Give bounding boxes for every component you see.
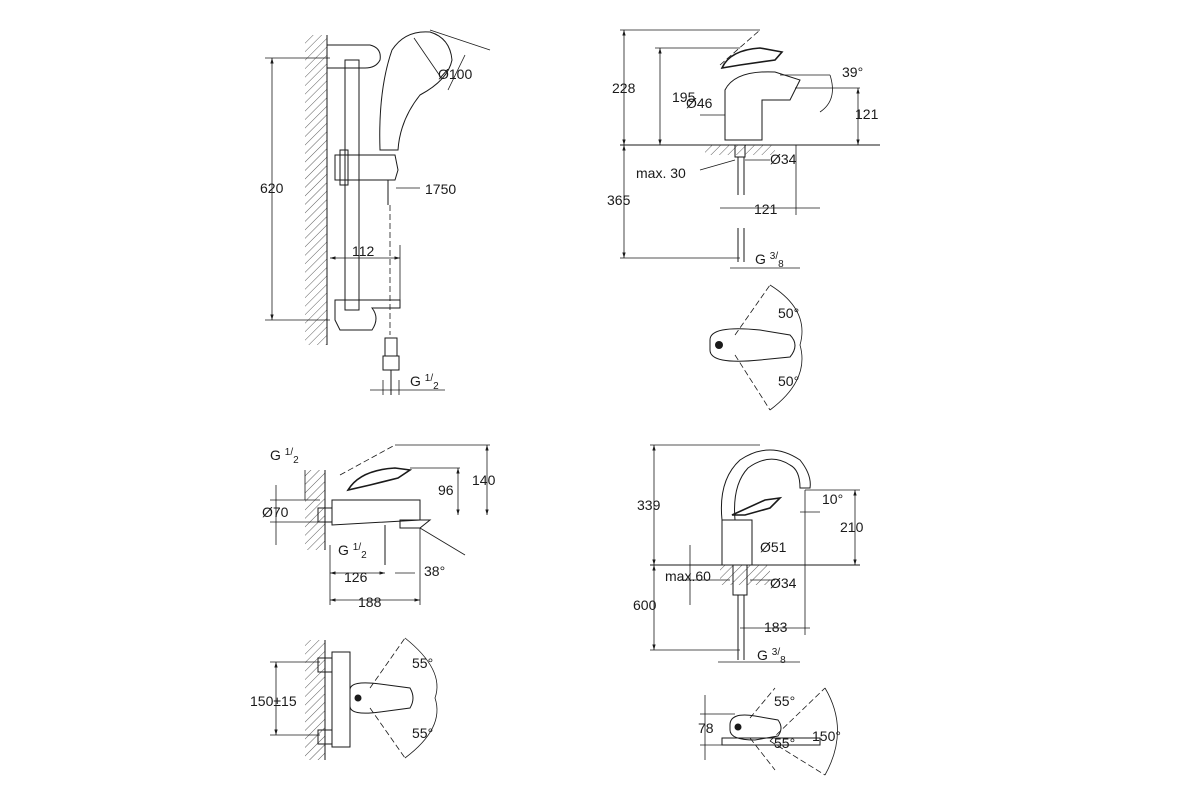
hs-top-swing-down [749, 737, 776, 771]
basin-top-swing-up [734, 284, 771, 336]
bath-body [331, 499, 421, 526]
hs-angle-10: 10° [822, 491, 843, 507]
hs-top-lever [729, 714, 782, 741]
basin-shank [734, 144, 746, 158]
bath-lever [346, 467, 413, 492]
dim-39-arc [819, 74, 833, 113]
lever-raised-outline [719, 29, 761, 66]
basin-reach-121: 121 [754, 201, 778, 217]
shower-thread-g: G 1/2 [410, 373, 439, 392]
bath-height-140: 140 [472, 472, 496, 488]
bath-front-angle-top: 55° [412, 655, 433, 671]
shower-set-drawing [265, 29, 491, 395]
bath-diameter-70: Ø70 [262, 504, 289, 520]
bath-height-96: 96 [438, 482, 454, 498]
hs-top-angle-150: 150° [812, 728, 841, 744]
bath-front-angle-bottom: 55° [412, 725, 433, 741]
hs-height-339: 339 [637, 497, 661, 513]
hs-top-spout-swing-down [769, 740, 826, 776]
basin-mixer-drawing [620, 29, 880, 269]
hs-top-indicator [734, 723, 742, 731]
hs-spout [720, 449, 811, 521]
hs-counter-hatch [720, 565, 770, 585]
hs-top-spout [721, 737, 821, 746]
hs-depth-600: 600 [633, 597, 657, 613]
bath-thread-bottom: G 1/2 [338, 542, 367, 561]
basin-height-195: 195 [672, 89, 696, 105]
hs-reach-183: 183 [764, 619, 788, 635]
hs-lever [731, 496, 783, 516]
bath-front-body [331, 651, 351, 748]
dim-100-line [447, 54, 466, 91]
hs-top-angle-55-top: 55° [774, 693, 795, 709]
counter-hatch [705, 145, 775, 155]
shower-spacing-112: 112 [352, 243, 375, 259]
basin-mixer-lever [720, 47, 784, 70]
bath-front-swing-down [369, 707, 406, 759]
hs-diameter-51: Ø51 [760, 539, 787, 555]
hs-top-arc [824, 687, 838, 776]
basin-mixer-body [724, 71, 801, 141]
basin-height-121: 121 [855, 106, 879, 122]
hose-nut [382, 355, 400, 371]
hs-height-210: 210 [840, 519, 864, 535]
basin-mixer-top-view [709, 284, 803, 411]
high-spout-mixer-drawing [650, 444, 860, 663]
bath-front-swing-up [369, 637, 406, 689]
basin-max-30: max. 30 [636, 165, 686, 181]
slider-knob [339, 149, 349, 186]
dim-max30-leader [699, 159, 736, 171]
basin-top-angle-50-top: 50° [778, 305, 799, 321]
hs-top-width-78: 78 [698, 720, 714, 736]
basin-diameter-46: Ø46 [686, 95, 713, 111]
basin-thread-g: G 3/8 [755, 251, 784, 270]
basin-height-228: 228 [612, 80, 636, 96]
hs-max-60: max.60 [665, 568, 711, 584]
hs-top-spout-swing-up [769, 687, 826, 742]
bath-mixer-side-drawing [270, 444, 490, 605]
hs-thread-g: G 3/8 [757, 647, 786, 666]
basin-top-arc [769, 284, 803, 411]
shower-slider [334, 154, 399, 181]
basin-top-swing-down [734, 354, 771, 411]
shower-height-620: 620 [260, 180, 284, 196]
hs-body [721, 519, 753, 566]
bath-front-arc [404, 637, 438, 759]
basin-depth-365: 365 [607, 192, 631, 208]
hs-top-angle-55-bottom: 55° [774, 735, 795, 751]
bath-wall-hatch [305, 470, 325, 550]
basin-top-angle-50-bottom: 50° [778, 373, 799, 389]
high-spout-top-view [700, 687, 838, 776]
basin-diameter-34: Ø34 [770, 151, 797, 167]
hose-connector [384, 337, 398, 357]
basin-top-lever [709, 328, 796, 362]
bath-angle-38: 38° [424, 563, 445, 579]
hs-shank [732, 564, 748, 596]
dim-38-leader [419, 527, 466, 556]
hs-top-swing-up [749, 687, 776, 719]
bottom-bracket [334, 299, 401, 331]
bath-thread-top: G 1/2 [270, 447, 299, 466]
hand-shower-face [413, 37, 441, 77]
bath-front-indicator [354, 694, 362, 702]
shower-wall-hatch [305, 35, 327, 345]
basin-angle-39: 39° [842, 64, 863, 80]
bath-mixer-front-drawing [270, 637, 438, 760]
bath-lever-raised [339, 444, 396, 476]
hs-diameter-34: Ø34 [770, 575, 797, 591]
bath-width-126: 126 [344, 569, 368, 585]
basin-top-indicator [715, 341, 723, 349]
shower-hose-1750: 1750 [425, 181, 456, 197]
bath-front-spacing: 150±15 [250, 693, 297, 709]
shower-diameter-100: Ø100 [438, 66, 472, 82]
dim-100-ext [429, 29, 491, 51]
top-bracket [327, 44, 381, 69]
bath-width-188: 188 [358, 594, 382, 610]
hand-shower [379, 31, 453, 151]
bath-front-lever [349, 682, 414, 714]
